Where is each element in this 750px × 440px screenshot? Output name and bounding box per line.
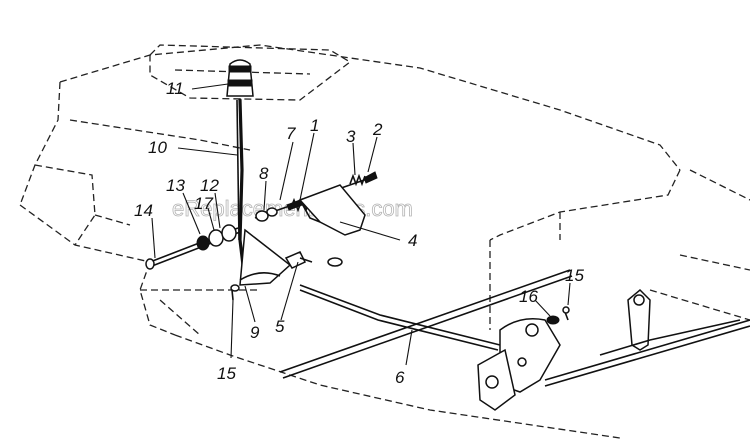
callout-16: 16 <box>519 287 538 306</box>
mounting-bracket <box>298 184 366 236</box>
shift-quadrant <box>239 228 307 286</box>
lever-knob <box>226 59 254 97</box>
callout-7: 7 <box>286 124 296 143</box>
callout-3: 3 <box>346 127 356 146</box>
callout-2: 2 <box>372 120 383 139</box>
clip-part <box>299 257 343 267</box>
callout-15-right: 15 <box>565 266 584 285</box>
callout-4: 4 <box>408 231 417 250</box>
pivot-bolt-stack <box>145 224 241 270</box>
callout-5: 5 <box>275 317 285 336</box>
washer-and-clip <box>546 306 570 325</box>
callout-10: 10 <box>148 138 167 157</box>
callout-9: 9 <box>250 323 260 342</box>
callout-12: 12 <box>200 176 219 195</box>
callout-15-left: 15 <box>217 364 236 383</box>
leader-lines <box>151 83 571 366</box>
callout-17: 17 <box>194 194 213 213</box>
callout-14: 14 <box>134 201 153 220</box>
shift-rod <box>279 269 573 379</box>
transmission-linkage <box>477 288 750 411</box>
callout-6: 6 <box>395 368 405 387</box>
callout-13: 13 <box>166 176 185 195</box>
tractor-body-outline <box>19 44 750 439</box>
callout-8: 8 <box>259 164 269 183</box>
callout-11: 11 <box>166 79 184 98</box>
lower-pin <box>230 284 240 301</box>
callout-1: 1 <box>310 116 319 135</box>
callout-labels: 11 10 7 1 3 2 8 13 12 17 14 4 15 16 9 5 … <box>134 79 584 387</box>
